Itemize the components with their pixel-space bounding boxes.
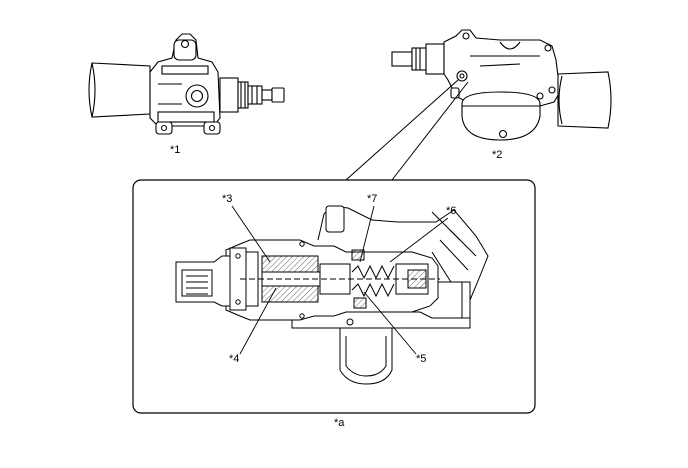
cutaway-detail [175, 205, 489, 385]
callout-7: *7 [367, 193, 378, 205]
callout-leaders [231, 205, 449, 355]
callout-4: *4 [229, 353, 240, 365]
component-1-assembly [88, 33, 285, 135]
callout-3: *3 [222, 193, 233, 205]
component-2-assembly [391, 29, 612, 141]
detail-leader-lines [345, 79, 469, 181]
callout-a: *a [334, 417, 345, 429]
callout-6: *6 [446, 205, 457, 217]
callout-1: *1 [170, 144, 181, 156]
callout-2: *2 [492, 149, 503, 161]
callout-5: *5 [416, 353, 427, 365]
